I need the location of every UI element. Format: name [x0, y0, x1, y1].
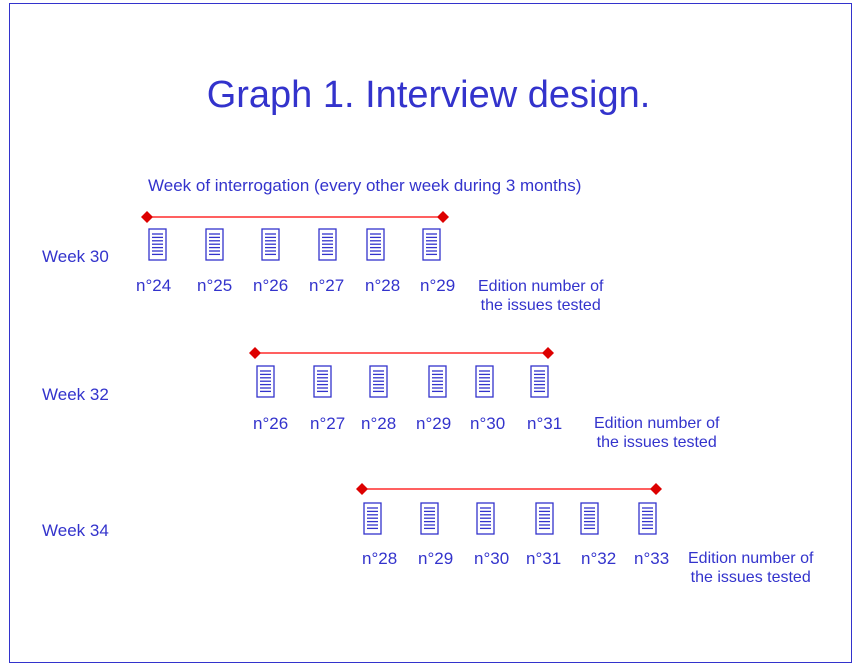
week-label: Week 34: [42, 521, 109, 540]
issue-number-label: n°31: [527, 414, 563, 433]
document-icon: [261, 228, 280, 261]
document-icon: [420, 502, 439, 535]
issue-number-label: n°25: [197, 276, 233, 295]
issue-number-label: n°28: [361, 414, 397, 433]
edition-note: Edition number of the issues tested: [688, 549, 813, 587]
edition-note: Edition number of the issues tested: [478, 277, 603, 315]
edition-note-line2: the issues tested: [596, 434, 717, 451]
issue-number-label: n°27: [310, 414, 346, 433]
range-end-marker: [650, 483, 662, 495]
issue-number-label: n°26: [253, 414, 289, 433]
edition-note-line2: the issues tested: [690, 569, 811, 586]
document-icon: [428, 365, 447, 398]
document-icon: [318, 228, 337, 261]
issue-number-label: n°26: [253, 276, 289, 295]
issue-number-label: n°29: [416, 414, 452, 433]
edition-note-line1: Edition number of: [594, 415, 720, 432]
issue-number-label: n°33: [634, 549, 670, 568]
document-icon: [580, 502, 599, 535]
diagram-subtitle: Week of interrogation (every other week …: [148, 176, 582, 195]
document-icon: [366, 228, 385, 261]
edition-note-line1: Edition number of: [688, 550, 814, 567]
document-icon: [205, 228, 224, 261]
document-icon: [530, 365, 549, 398]
issue-number-label: n°32: [581, 549, 617, 568]
range-start-marker: [356, 483, 368, 495]
issue-number-label: n°24: [136, 276, 172, 295]
edition-note-line2: the issues tested: [480, 297, 601, 314]
document-icon: [476, 502, 495, 535]
edition-note: Edition number of the issues tested: [594, 414, 719, 452]
week-label: Week 30: [42, 247, 109, 266]
document-icon: [638, 502, 657, 535]
issue-number-label: n°28: [362, 549, 398, 568]
range-start-marker: [141, 211, 153, 223]
document-icon: [475, 365, 494, 398]
issue-number-label: n°31: [526, 549, 562, 568]
document-icon: [256, 365, 275, 398]
range-end-marker: [437, 211, 449, 223]
issue-number-label: n°29: [418, 549, 454, 568]
document-icon: [535, 502, 554, 535]
issue-number-label: n°30: [470, 414, 506, 433]
issue-number-label: n°29: [420, 276, 456, 295]
document-icon: [369, 365, 388, 398]
document-icon: [422, 228, 441, 261]
week-label: Week 32: [42, 385, 109, 404]
edition-note-line1: Edition number of: [478, 278, 604, 295]
page-title: Graph 1. Interview design.: [206, 74, 651, 116]
issue-number-label: n°27: [309, 276, 345, 295]
issue-number-label: n°28: [365, 276, 401, 295]
range-end-marker: [542, 347, 554, 359]
document-icon: [313, 365, 332, 398]
issue-number-label: n°30: [474, 549, 510, 568]
document-icon: [148, 228, 167, 261]
document-icon: [363, 502, 382, 535]
range-start-marker: [249, 347, 261, 359]
